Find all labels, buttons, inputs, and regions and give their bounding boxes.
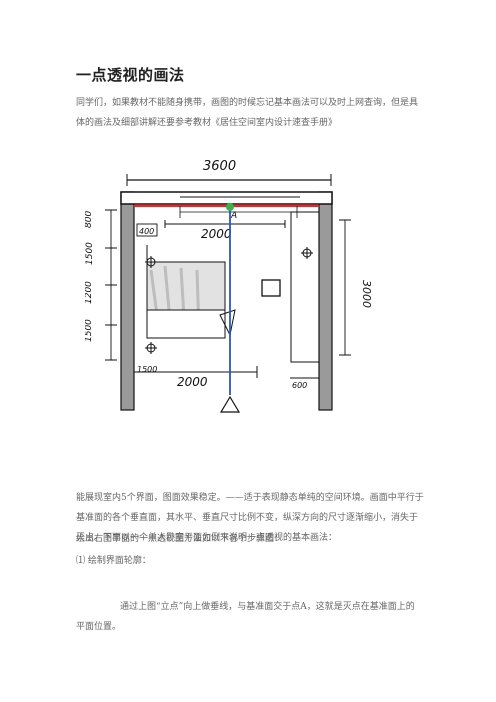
- small-dim-top-left: 400: [139, 227, 154, 236]
- left-wall: [120, 191, 135, 411]
- top-wall: [120, 191, 333, 205]
- top-dimension-label: 3600: [203, 159, 236, 174]
- page-title: 一点透视的画法: [76, 66, 185, 84]
- small-dim-bottom-right: 600: [292, 381, 307, 390]
- left-dim-4: 1500: [85, 319, 94, 342]
- standing-point-marker: [219, 395, 241, 413]
- left-dim-3: 1200: [85, 281, 94, 304]
- vanishing-point-a: [226, 203, 234, 211]
- floor-plan-figure: 3600 A 2000 400 3000 800 1500 120: [85, 159, 373, 413]
- right-dimension-label: 3000: [360, 280, 373, 308]
- features-paragraph: 能展现室内5个界面，图面效果稳定。——适于表现静态单纯的空间环境。画面中平行于基…: [76, 493, 424, 543]
- left-dim-1: 800: [85, 211, 94, 228]
- center-dimension-label: 2000: [201, 227, 232, 241]
- intro-paragraph: 同学们，如果教材不能随身携带，画图的时候忘记基本画法可以及时上网查询，但是具体的…: [76, 98, 419, 128]
- left-dim-2: 1500: [85, 242, 95, 265]
- right-wall: [318, 191, 333, 411]
- bottom-dimension-label: 2000: [177, 375, 208, 389]
- small-dim-bottom-left: 1500: [137, 365, 157, 374]
- step-1-heading: ⑴ 绘制界面轮廓：: [76, 556, 151, 566]
- point-a-label: A: [230, 211, 237, 221]
- step-1-description: 通过上图“立点”向上做垂线，与基准面交于点A，这就是灭点在基准面上的平面位置。: [76, 602, 415, 632]
- steps-intro: 绘出右图平面的一点透视图方法如以下各个步骤图：: [76, 534, 284, 544]
